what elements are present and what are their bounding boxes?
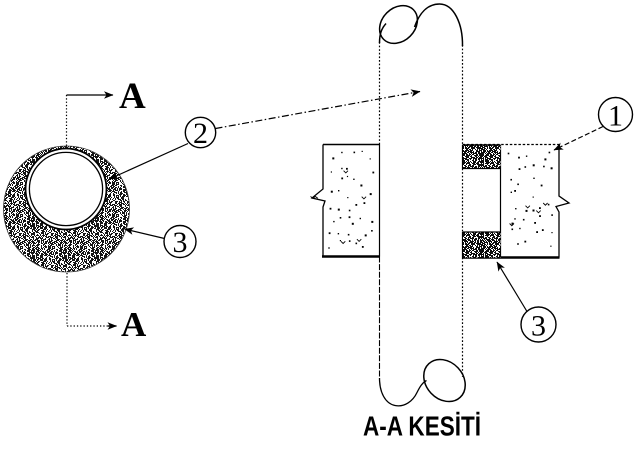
svg-text:A: A bbox=[119, 76, 146, 117]
svg-text:A: A bbox=[121, 305, 147, 344]
svg-text:3: 3 bbox=[531, 310, 546, 343]
svg-text:3: 3 bbox=[173, 226, 188, 259]
svg-text:A-A KESİTİ: A-A KESİTİ bbox=[363, 411, 481, 442]
svg-text:1: 1 bbox=[608, 100, 623, 133]
svg-text:2: 2 bbox=[193, 117, 208, 150]
